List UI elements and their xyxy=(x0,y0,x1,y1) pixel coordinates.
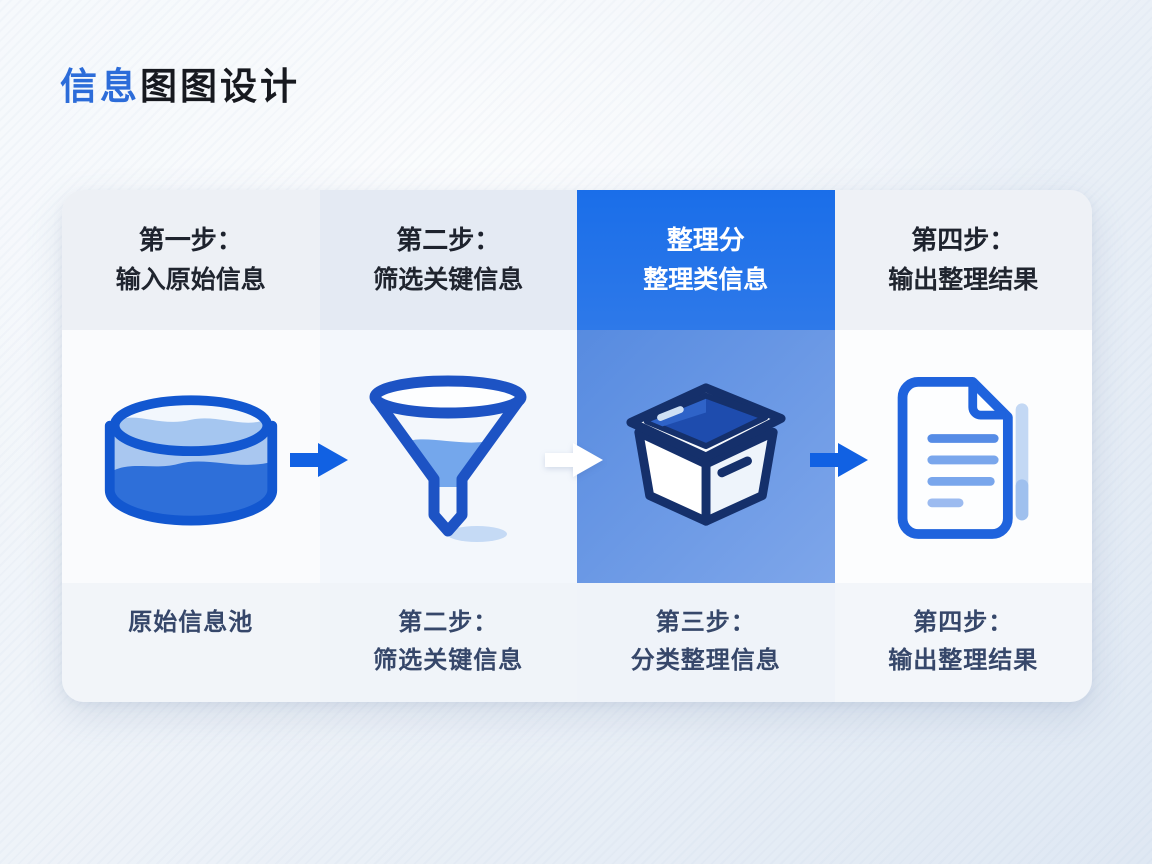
step-header-line2: 输出整理结果 xyxy=(888,266,1039,294)
pool-icon xyxy=(104,394,277,526)
step-header-line1: 第一步： xyxy=(138,225,243,255)
step-1-body xyxy=(62,330,320,583)
step-column-3-highlighted: 整理分 整理类信息 第三步： 分类整理信息 xyxy=(577,190,835,702)
step-header-line2: 输入原始信息 xyxy=(115,266,266,294)
caption-line2: 输出整理结果 xyxy=(888,647,1039,674)
step-4-caption: 第四步： 输出整理结果 xyxy=(834,583,1092,702)
caption-line2: 筛选关键信息 xyxy=(373,647,524,674)
caption-line1: 第二步： xyxy=(398,609,499,636)
step-column-2: 第二步： 筛选关键信息 第二步： 筛选关键信息 xyxy=(319,190,577,702)
step-1-header: 第一步： 输入原始信息 xyxy=(62,190,320,330)
title-main-text: 图图设计 xyxy=(140,66,300,107)
funnel-icon xyxy=(369,375,527,542)
step-2-header: 第二步： 筛选关键信息 xyxy=(319,190,577,330)
step-4-body xyxy=(834,330,1092,583)
caption-line2: 分类整理信息 xyxy=(630,647,781,674)
step-column-4: 第四步： 输出整理结果 第四步： 输出整理结果 xyxy=(834,190,1092,702)
page-title: 信息图图设计 xyxy=(60,56,300,110)
step-header-line2: 整理类信息 xyxy=(643,266,769,294)
step-2-body xyxy=(319,330,577,583)
step-1-caption: 原始信息池 xyxy=(62,583,320,702)
step-4-header: 第四步： 输出整理结果 xyxy=(834,190,1092,330)
arrow-right-icon xyxy=(290,443,348,477)
arrow-right-icon xyxy=(810,443,868,477)
step-3-header: 整理分 整理类信息 xyxy=(577,190,835,330)
step-header-line1: 整理分 xyxy=(666,225,745,255)
step-header-line2: 筛选关键信息 xyxy=(373,266,524,294)
step-column-1: 第一步： 输入原始信息 原始信息池 xyxy=(62,190,320,702)
step-header-line1: 第四步： xyxy=(911,225,1016,255)
arrow-right-icon xyxy=(545,443,603,477)
step-3-caption: 第三步： 分类整理信息 xyxy=(577,583,835,702)
step-header-line1: 第二步： xyxy=(396,225,501,255)
caption-line1: 第三步： xyxy=(655,609,756,636)
step-3-body xyxy=(577,330,835,583)
caption-line1: 原始信息池 xyxy=(128,609,254,636)
box-icon xyxy=(626,382,786,526)
document-icon xyxy=(897,376,1029,539)
caption-line1: 第四步： xyxy=(913,609,1014,636)
step-2-caption: 第二步： 筛选关键信息 xyxy=(319,583,577,702)
title-accent-text: 信息 xyxy=(60,66,140,107)
process-card: 第一步： 输入原始信息 原始信息池 xyxy=(62,190,1092,702)
